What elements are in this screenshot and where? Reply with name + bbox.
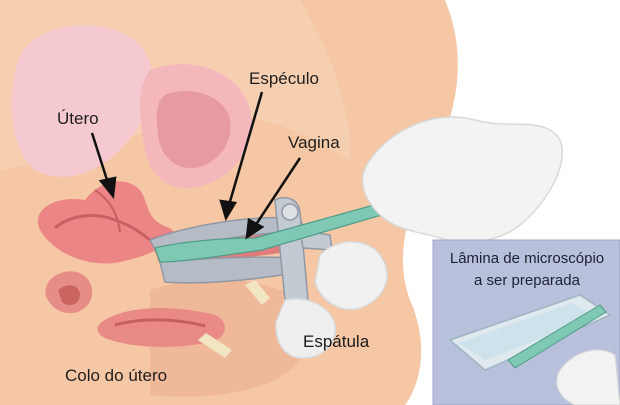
inset-title-line2: a ser preparada <box>474 272 581 289</box>
label-utero: Útero <box>57 109 99 128</box>
label-espatula: Espátula <box>303 332 370 351</box>
label-vagina: Vagina <box>288 133 340 152</box>
label-especulo: Espéculo <box>249 69 319 88</box>
label-colo-do-utero: Colo do útero <box>65 366 167 385</box>
inset-title-line1: Lâmina de microscópio <box>450 250 604 267</box>
slide-inset: Lâmina de microscópio a ser preparada <box>433 240 620 405</box>
